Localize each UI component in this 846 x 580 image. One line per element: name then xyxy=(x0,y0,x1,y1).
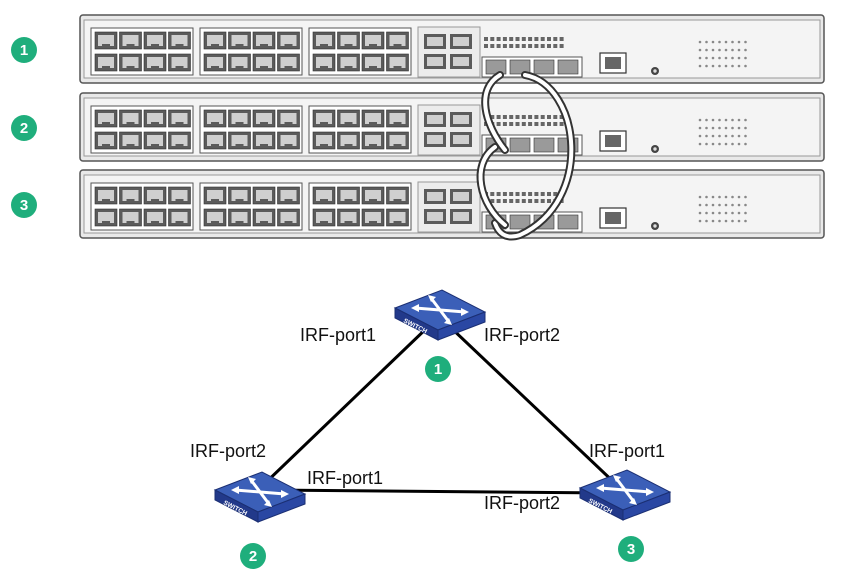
stacked-switch-1 xyxy=(79,14,825,84)
label-n1-irf-port2: IRF-port2 xyxy=(484,325,561,345)
topology-badge-1: 1 xyxy=(425,356,451,382)
switch-icon: SWITCH xyxy=(393,289,487,341)
irf-cables xyxy=(476,71,576,241)
label-n1-irf-port1: IRF-port1 xyxy=(300,325,377,345)
label-n3-irf-port2: IRF-port2 xyxy=(484,493,561,513)
switch-stack-illustration xyxy=(79,14,825,241)
stacked-switch-3 xyxy=(79,169,825,239)
label-n2-irf-port2: IRF-port2 xyxy=(190,441,267,461)
topology-badge-3: 3 xyxy=(618,536,644,562)
switch-icon: SWITCH xyxy=(213,471,307,523)
link-1-3 xyxy=(446,323,622,490)
topology-badge-2: 2 xyxy=(240,543,266,569)
switch-icon: SWITCH xyxy=(578,469,672,521)
label-n3-irf-port1: IRF-port1 xyxy=(589,441,666,461)
stacked-switch-2 xyxy=(79,92,825,162)
link-2-3 xyxy=(267,488,611,495)
stack-badge-3: 3 xyxy=(11,192,37,218)
stack-badge-1: 1 xyxy=(11,37,37,63)
link-1-2 xyxy=(256,323,432,492)
label-n2-irf-port1: IRF-port1 xyxy=(307,468,384,488)
stack-badge-2: 2 xyxy=(11,115,37,141)
